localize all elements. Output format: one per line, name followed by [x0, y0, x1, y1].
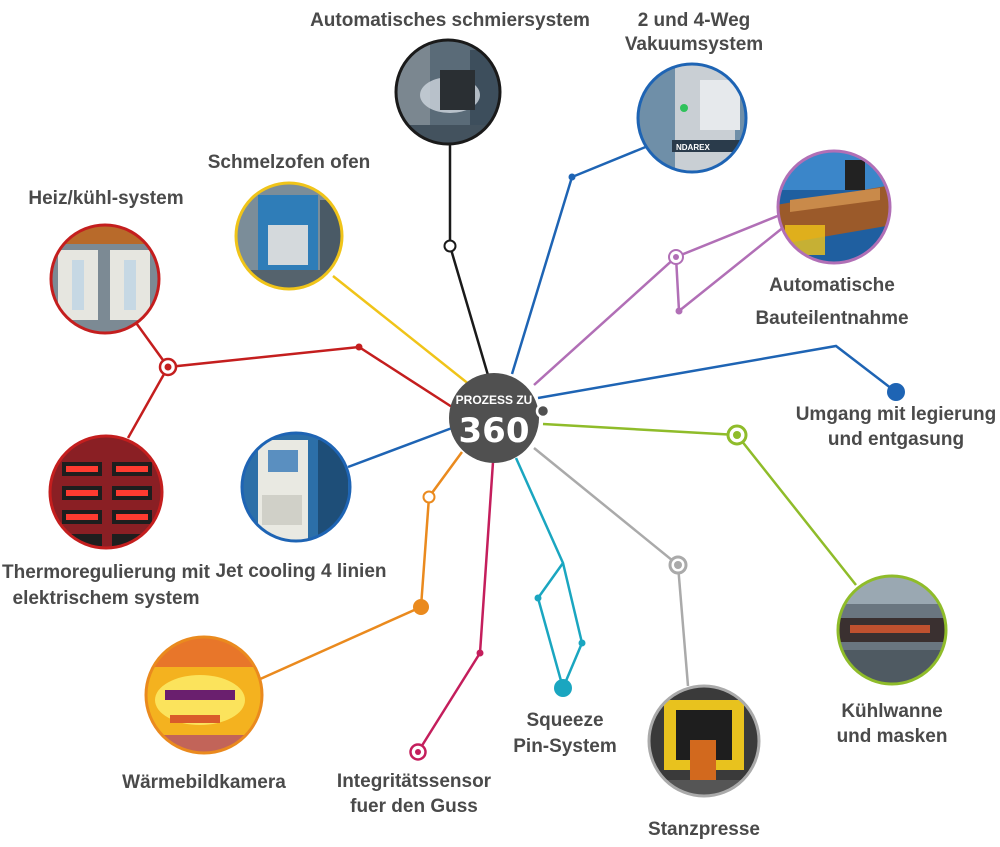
label-stanzpresse: Stanzpresse [648, 819, 760, 840]
label-waermebild: Wärmebildkamera [122, 772, 286, 793]
label-vakuum-line2: Vakuumsystem [625, 34, 763, 55]
marker-vakuum-dot [568, 173, 576, 181]
connector-kuehlwanne [542, 422, 857, 586]
label-kuehlwanne-line2: und masken [837, 726, 948, 747]
connector-squeeze-branch [536, 562, 565, 689]
connector-vakuum [510, 144, 649, 375]
marker-bauteil-dot [675, 307, 683, 315]
label-integritaet-line1: Integritätssensor [337, 771, 492, 792]
marker-squeeze-dot-a [534, 594, 542, 602]
marker-integritaet-dot [476, 649, 484, 657]
marker-heiz-dot [355, 343, 363, 351]
label-schmiersystem: Automatisches schmiersystem [310, 10, 590, 31]
marker-waerme-ring [422, 490, 436, 504]
connector-markers [158, 173, 905, 761]
marker-kuehl-target-inner [733, 431, 741, 439]
connector-jetcooling [347, 426, 453, 469]
thermal-image-photo [144, 635, 264, 755]
labels: Automatisches schmiersystem 2 und 4-Weg … [2, 10, 996, 840]
lubrication-machine-photo [394, 38, 502, 146]
connector-schmiersystem [448, 144, 492, 383]
label-bauteilentnahme-line1: Automatische [769, 275, 895, 296]
marker-squeeze-end [554, 679, 572, 697]
marker-legierung-end [887, 383, 905, 401]
label-squeeze-line2: Pin-System [513, 736, 616, 757]
connector-legierung [537, 344, 897, 400]
connector-squeeze [514, 457, 584, 689]
label-squeeze-line1: Squeeze [526, 710, 603, 731]
robot-extraction-photo [776, 149, 892, 265]
svg-text:NDAREX: NDAREX [676, 143, 710, 152]
label-schmelzofen: Schmelzofen ofen [208, 152, 371, 173]
temperature-display-photo [48, 434, 164, 550]
trim-press-photo [647, 684, 761, 798]
label-legierung-line2: und entgasung [828, 429, 964, 450]
label-integritaet-line2: fuer den Guss [350, 796, 478, 817]
connector-thermoregulierung [126, 366, 170, 439]
marker-integritaet-target-inner [415, 749, 421, 755]
label-legierung-line1: Umgang mit legierung [796, 404, 997, 425]
jet-cooling-cabinet-photo [240, 431, 352, 543]
label-thermoregulierung-line2: elektrischem system [13, 588, 200, 609]
connector-schmelzofen [332, 275, 471, 386]
marker-stanz-ring-inner [674, 561, 682, 569]
hub-knob [535, 403, 551, 419]
marker-heiz-target-inner [164, 363, 172, 371]
label-jetcooling: Jet cooling 4 linien [215, 561, 386, 582]
label-vakuum-line1: 2 und 4-Weg [638, 10, 751, 31]
vacuum-unit-photo: NDAREX [636, 62, 748, 174]
label-heizkuehl: Heiz/kühl-system [28, 188, 183, 209]
label-bauteilentnahme-line2: Bauteilentnahme [755, 308, 908, 329]
marker-schmiersystem-ring [443, 239, 457, 253]
connector-bauteilentnahme-branch [674, 225, 786, 314]
connector-stanzpresse [533, 447, 690, 687]
hub-circle [449, 373, 539, 463]
marker-bauteil-target-inner [673, 254, 679, 260]
hub: PROZESS ZU 360 [449, 373, 551, 463]
marker-squeeze-dot-b [578, 639, 586, 647]
marker-waerme-dot [413, 599, 429, 615]
connector-bauteilentnahme [533, 213, 781, 386]
label-thermoregulierung-line1: Thermoregulierung mit [2, 562, 211, 583]
hub-title-big: 360 [459, 411, 530, 451]
connector-heizkuehl [132, 319, 453, 409]
connector-waermebild [257, 451, 464, 682]
hub-title-small: PROZESS ZU [456, 393, 533, 407]
flow-meter-panel-photo [49, 223, 161, 335]
cooling-tray-photo [836, 574, 948, 686]
melting-furnace-photo [234, 181, 344, 291]
label-kuehlwanne-line1: Kühlwanne [841, 701, 942, 722]
